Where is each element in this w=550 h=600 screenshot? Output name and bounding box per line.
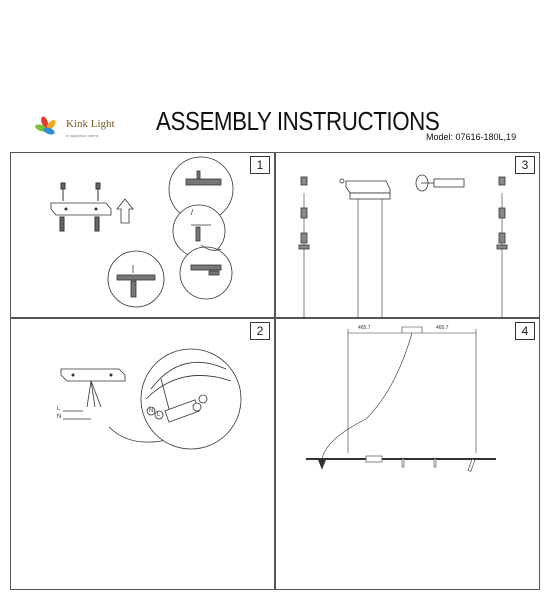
step-number: 2	[250, 322, 270, 340]
dimension-right: 465.7	[436, 325, 449, 331]
terminal-label-l: L	[157, 412, 161, 418]
finished-fixture-diagram	[306, 326, 496, 472]
wiring-diagram	[60, 348, 242, 450]
step-number: 1	[250, 156, 270, 174]
instruction-sheet: 1	[10, 152, 540, 590]
panel-step-3: 3	[275, 152, 540, 319]
panel-step-4: 4 465.7 465.7	[275, 318, 540, 590]
wire-label-n: N	[57, 414, 62, 420]
page-title: ASSEMBLY INSTRUCTIONS	[156, 106, 440, 136]
logo-text: Kink Light	[66, 118, 115, 130]
kink-light-logo	[35, 116, 56, 135]
model-number: Model: 07616-180L,19	[426, 132, 517, 142]
step-number: 3	[515, 156, 535, 174]
mounting-bracket-diagram	[50, 156, 234, 308]
panel-step-1: 1	[10, 152, 275, 318]
panel-step-2: 2 L N N L	[10, 318, 275, 590]
step-number: 4	[515, 322, 535, 340]
suspension-cable-diagram	[298, 174, 508, 319]
terminal-label-n: N	[149, 408, 154, 414]
dimension-left: 465.7	[358, 325, 371, 331]
wire-label-l: L	[57, 406, 61, 412]
logo-subtitle: в гармонии света	[66, 133, 99, 138]
